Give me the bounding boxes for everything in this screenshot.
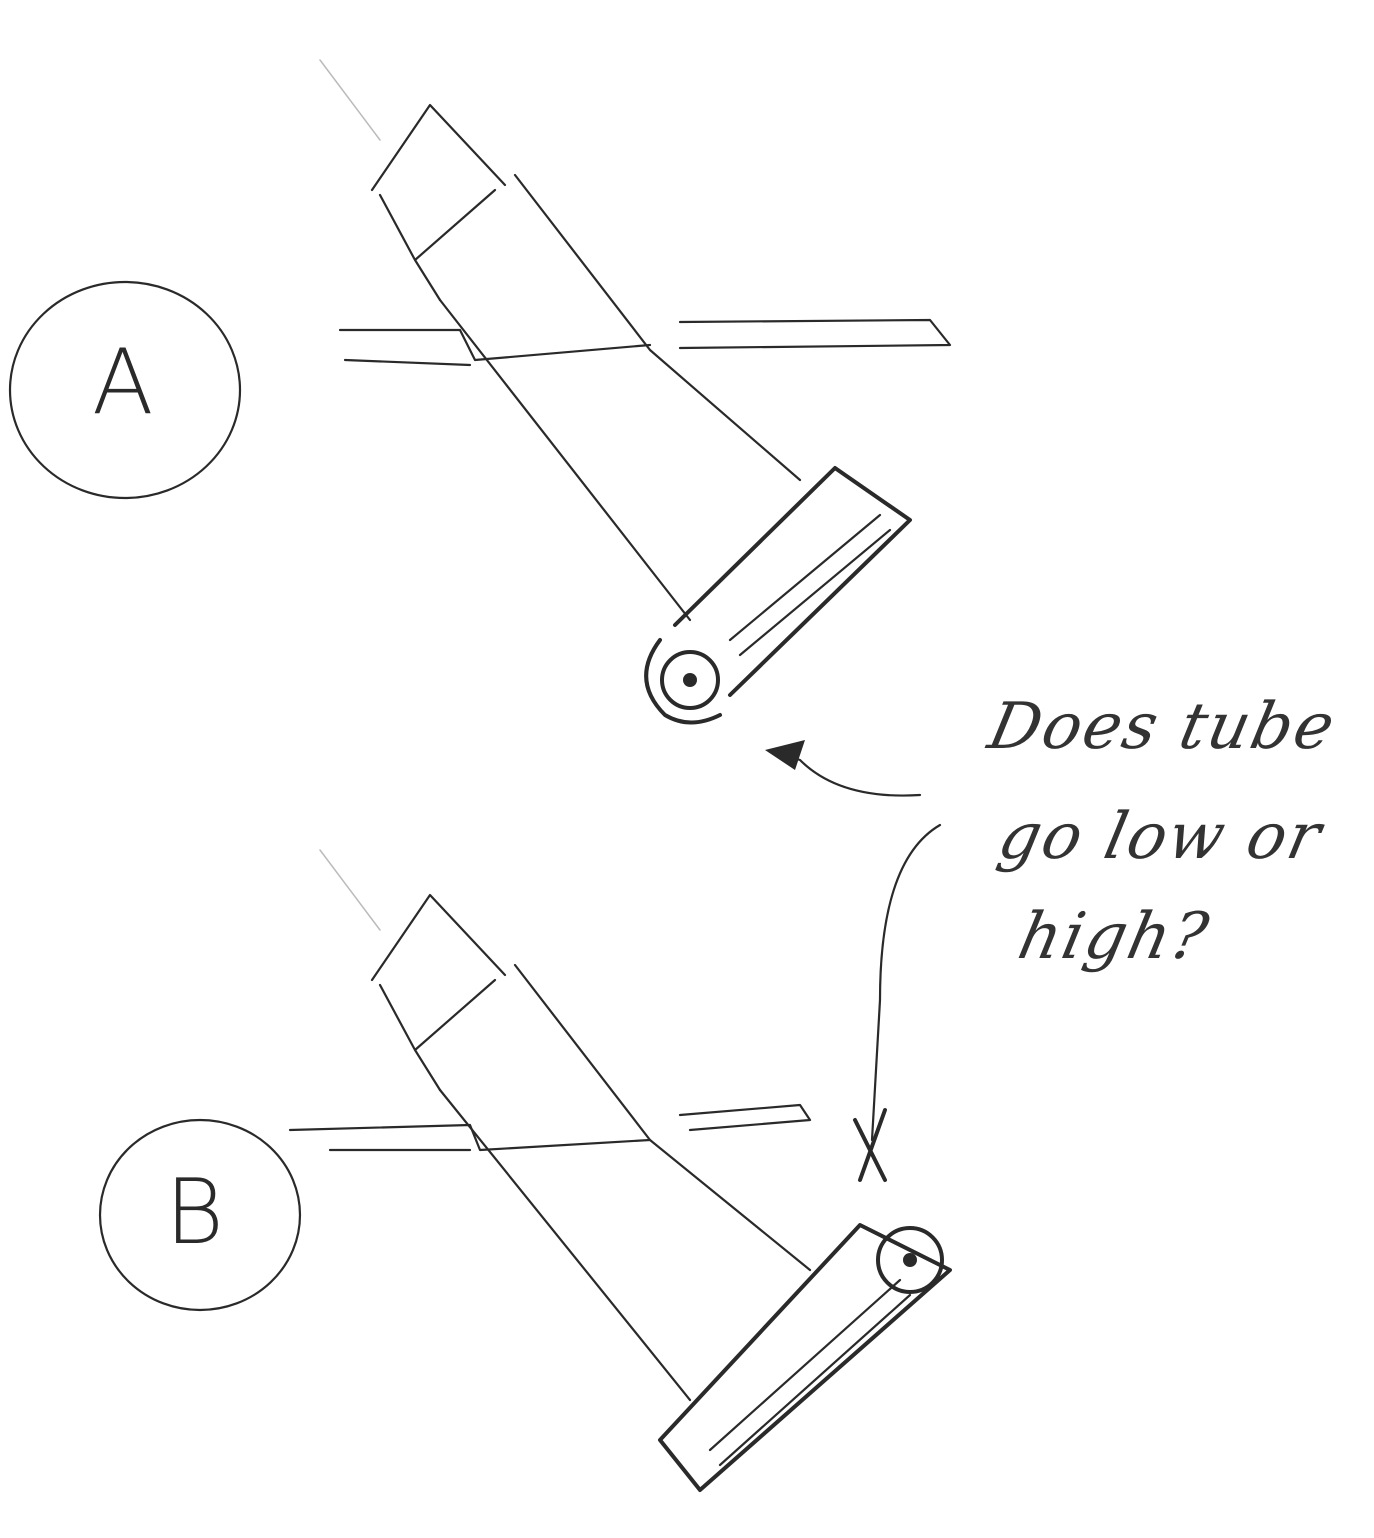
tube-b-left-edge <box>438 1088 692 1402</box>
tube-a-left-edge <box>438 298 692 622</box>
variant-b-drawing <box>98 849 952 1492</box>
note-line-3: high? <box>1012 900 1217 974</box>
tube-b-collar <box>370 893 507 1092</box>
note-line-1: Does tube <box>982 690 1343 764</box>
tube-a-collar <box>370 103 507 302</box>
bracket-b-lines <box>708 1278 912 1467</box>
note-line-2: go low or <box>992 800 1329 874</box>
bracket-b-pivot-dot <box>903 1253 917 1267</box>
label-b: B <box>165 1160 224 1265</box>
crossbar-a-lower <box>343 358 472 367</box>
variant-a-drawing <box>8 59 952 725</box>
bracket-a-end <box>644 638 722 725</box>
bracket-b-pivot <box>876 1226 944 1294</box>
arrow-to-a <box>768 748 922 797</box>
label-a: A <box>92 330 154 435</box>
bracket-a-pivot <box>660 650 720 710</box>
tube-a-right-edge <box>513 173 802 482</box>
label-a-circle <box>8 280 242 500</box>
bracket-a-pivot-dot <box>683 673 697 687</box>
bracket-a-arm <box>673 466 912 697</box>
arrow-to-a-head <box>765 740 805 770</box>
tube-b-right-edge <box>513 963 812 1272</box>
tube-b-extension <box>319 849 381 931</box>
crossbar-a <box>338 318 952 362</box>
crossbar-b <box>288 1103 812 1152</box>
bracket-b-arm <box>658 1223 952 1492</box>
bracket-a-lines <box>728 513 892 657</box>
arrow-to-b <box>870 823 942 1142</box>
arrow-to-b-x-mark <box>853 1108 887 1182</box>
label-b-circle <box>98 1118 302 1312</box>
tube-a-extension <box>319 59 381 141</box>
